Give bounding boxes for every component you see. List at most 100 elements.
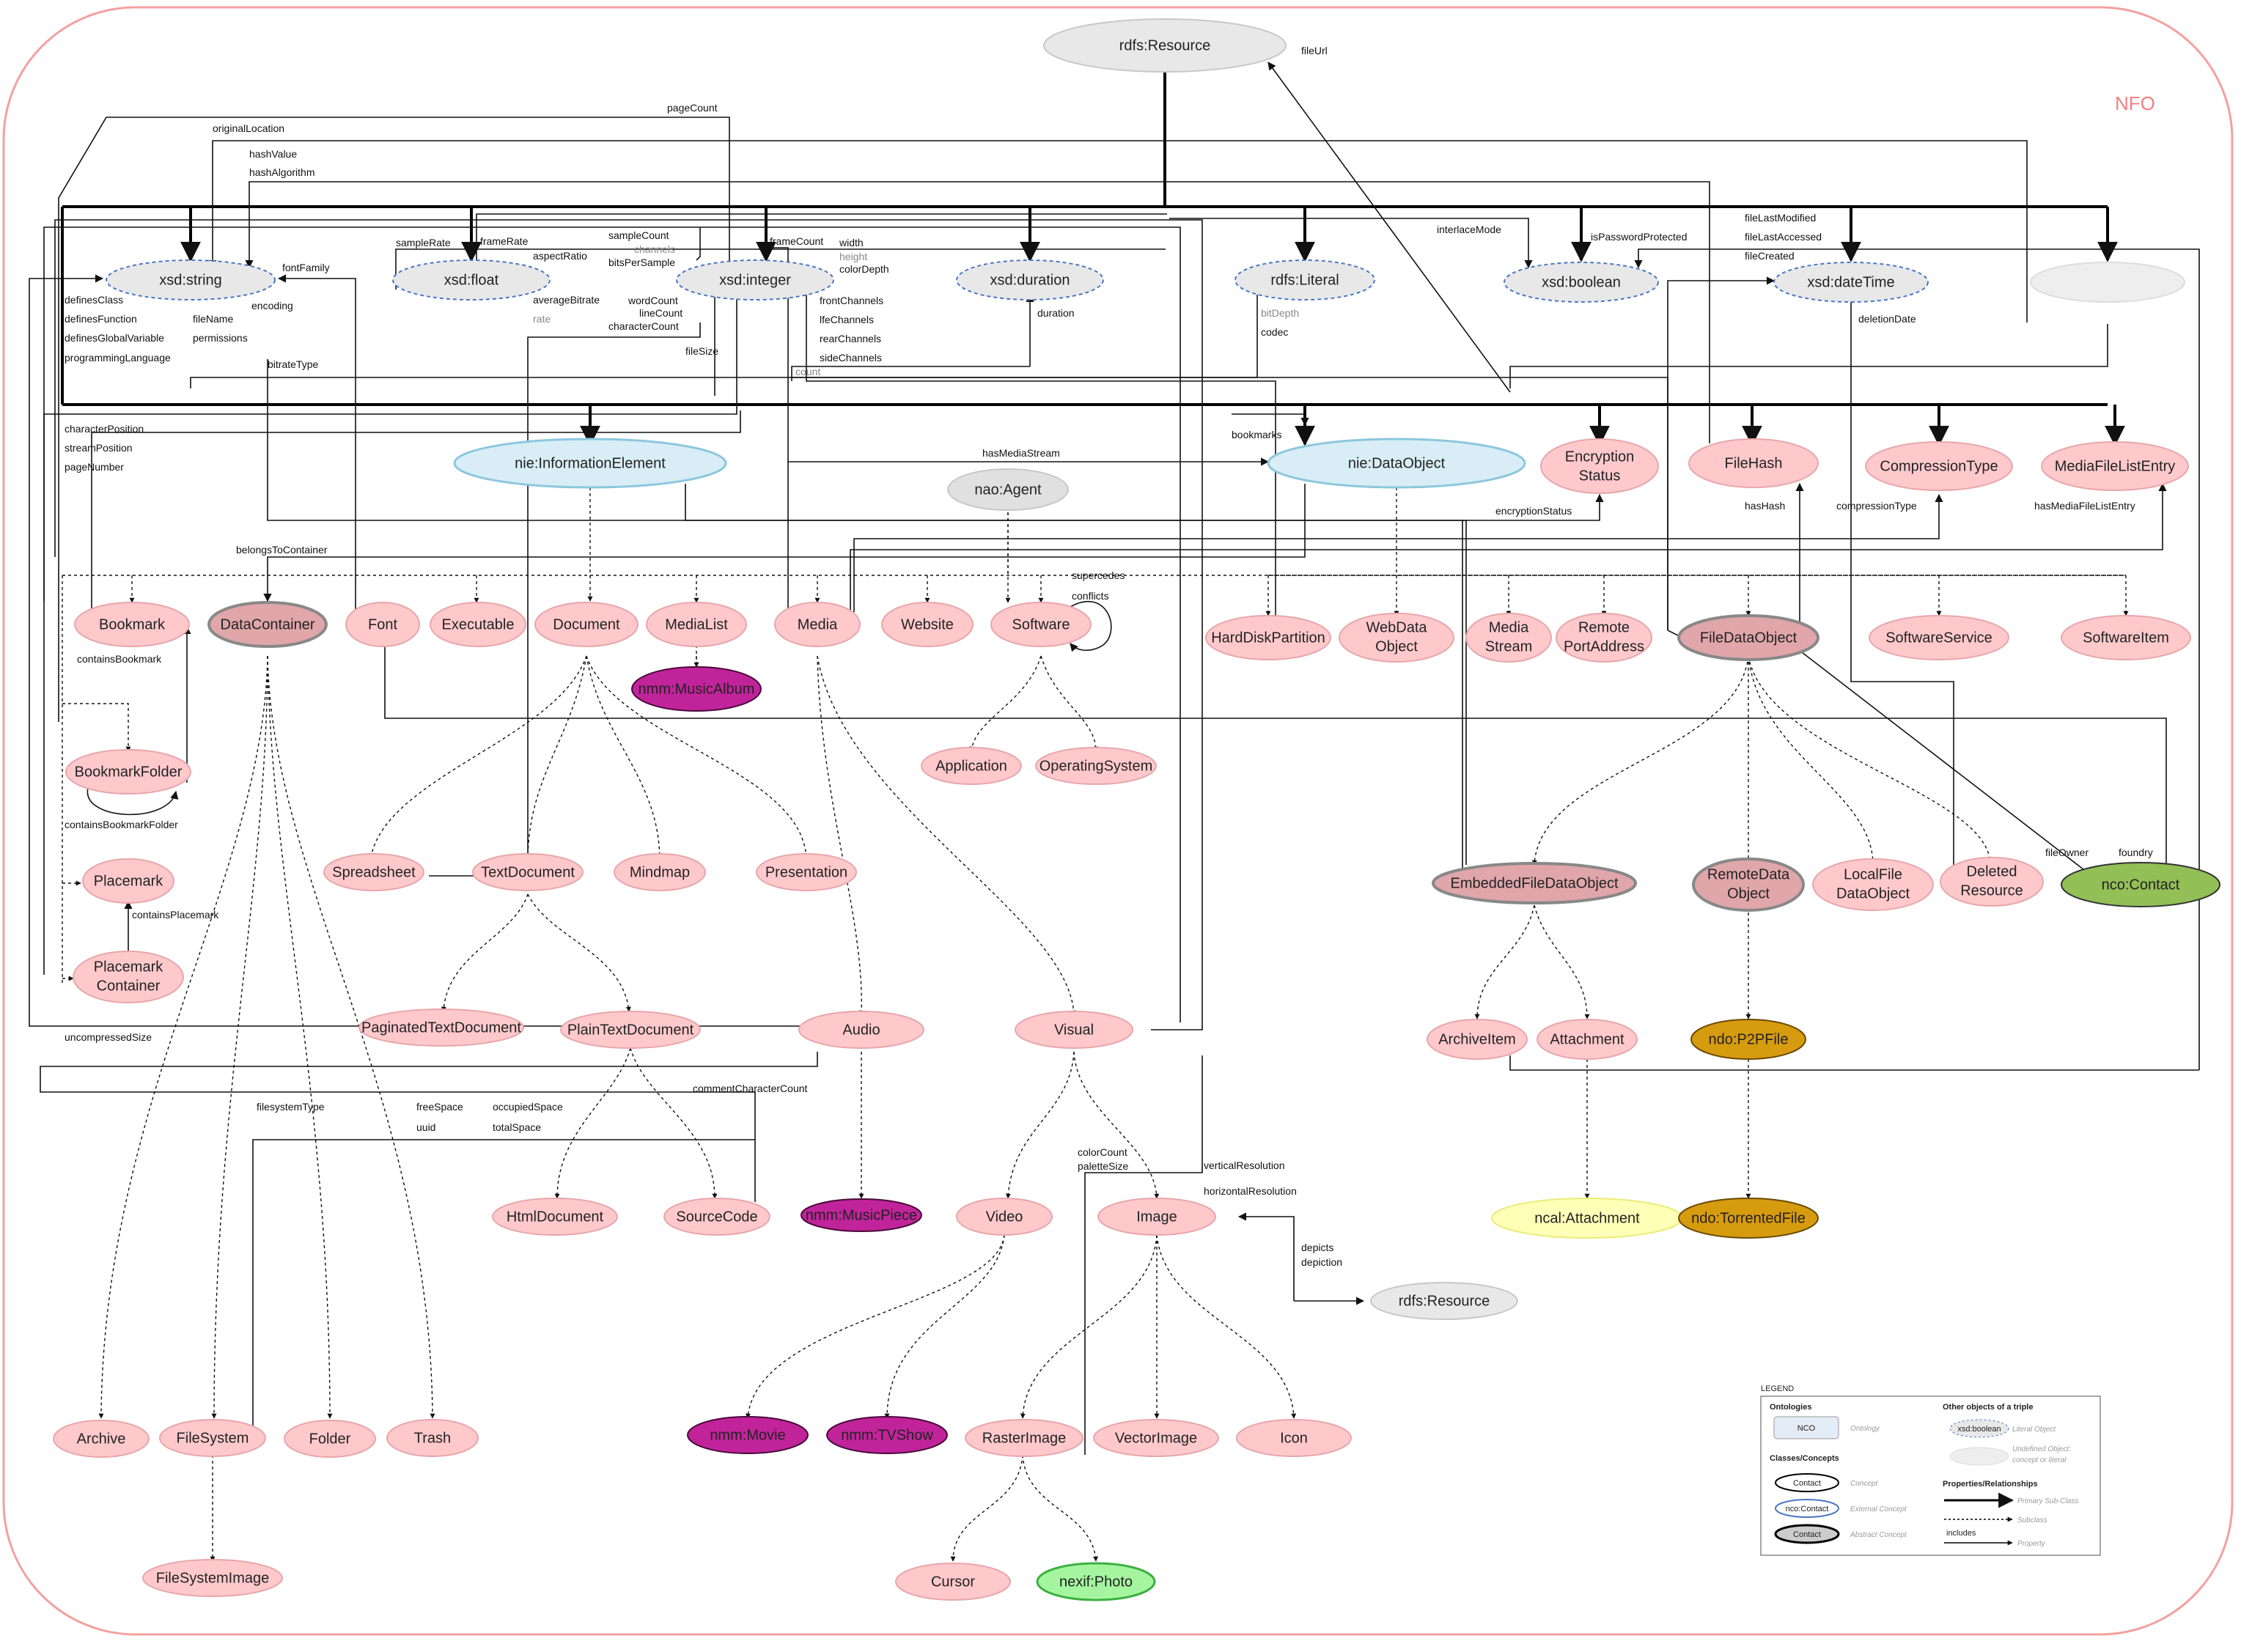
node-operating-system[interactable]: OperatingSystem bbox=[1035, 747, 1157, 785]
node-text-document[interactable]: TextDocument bbox=[472, 853, 584, 891]
node-file-data-object[interactable]: FileDataObject bbox=[1677, 614, 1819, 661]
node-paginated-text-document[interactable]: PaginatedTextDocument bbox=[358, 1008, 524, 1047]
svg-text:OperatingSystem: OperatingSystem bbox=[1039, 758, 1153, 774]
node-software[interactable]: Software bbox=[990, 602, 1092, 647]
svg-text:Media: Media bbox=[1489, 619, 1529, 635]
svg-text:xsd:boolean: xsd:boolean bbox=[1542, 274, 1621, 290]
node-file-hash[interactable]: FileHash bbox=[1688, 438, 1819, 488]
node-icon[interactable]: Icon bbox=[1236, 1419, 1352, 1457]
node-media-list[interactable]: MediaList bbox=[646, 602, 747, 647]
node-placemark[interactable]: Placemark bbox=[82, 858, 174, 904]
node-application[interactable]: Application bbox=[921, 747, 1022, 785]
node-media-file-list-entry[interactable]: MediaFileListEntry bbox=[2041, 441, 2189, 491]
label-bit-depth: bitDepth bbox=[1261, 307, 1299, 319]
svg-text:nmm:MusicPiece: nmm:MusicPiece bbox=[806, 1207, 917, 1223]
node-source-code[interactable]: SourceCode bbox=[663, 1198, 770, 1236]
node-bookmark[interactable]: Bookmark bbox=[74, 602, 190, 647]
node-xsd-float[interactable]: xsd:float bbox=[392, 259, 551, 300]
label-bits-per-sample: bitsPerSample bbox=[608, 257, 675, 268]
label-line-count: lineCount bbox=[639, 307, 682, 319]
node-html-document[interactable]: HtmlDocument bbox=[492, 1198, 618, 1236]
node-local-file-data-object[interactable]: LocalFile DataObject bbox=[1812, 858, 1934, 911]
node-media-stream[interactable]: Media Stream bbox=[1465, 613, 1552, 663]
node-movie[interactable]: nmm:Movie bbox=[687, 1416, 809, 1454]
node-xsd-string[interactable]: xsd:string bbox=[106, 259, 276, 300]
svg-text:Folder: Folder bbox=[309, 1431, 351, 1447]
node-rdfs-resource[interactable]: rdfs:Resource bbox=[1043, 18, 1287, 73]
svg-text:nie:InformationElement: nie:InformationElement bbox=[515, 455, 666, 471]
node-vector-image[interactable]: VectorImage bbox=[1093, 1419, 1219, 1457]
property-labels: fileUrl pageCount originalLocation hashV… bbox=[65, 45, 2153, 1268]
node-rdfs-literal[interactable]: rdfs:Literal bbox=[1234, 259, 1375, 300]
svg-text:VectorImage: VectorImage bbox=[1115, 1430, 1197, 1446]
node-data-container[interactable]: DataContainer bbox=[207, 601, 328, 648]
node-embedded-file-data-object[interactable]: EmbeddedFileDataObject bbox=[1432, 862, 1637, 904]
node-audio[interactable]: Audio bbox=[798, 1011, 924, 1049]
node-compression-type[interactable]: CompressionType bbox=[1865, 441, 2013, 491]
node-archive[interactable]: Archive bbox=[53, 1420, 150, 1458]
node-p2p-file[interactable]: ndo:P2PFile bbox=[1690, 1019, 1806, 1060]
node-music-piece[interactable]: nmm:MusicPiece bbox=[801, 1198, 922, 1232]
svg-text:Attachment: Attachment bbox=[1550, 1031, 1624, 1047]
node-xsd-integer[interactable]: xsd:integer bbox=[676, 259, 834, 300]
svg-text:PlainTextDocument: PlainTextDocument bbox=[567, 1022, 694, 1038]
node-tvshow[interactable]: nmm:TVShow bbox=[826, 1416, 948, 1454]
node-executable[interactable]: Executable bbox=[430, 602, 526, 647]
node-folder[interactable]: Folder bbox=[284, 1420, 376, 1458]
node-document[interactable]: Document bbox=[534, 602, 639, 647]
svg-text:Cursor: Cursor bbox=[931, 1574, 975, 1590]
label-programming-language: programmingLanguage bbox=[65, 352, 171, 364]
node-visual[interactable]: Visual bbox=[1015, 1011, 1133, 1049]
svg-text:Media: Media bbox=[798, 616, 838, 633]
node-software-service[interactable]: SoftwareService bbox=[1869, 615, 2009, 660]
node-xsd-boolean[interactable]: xsd:boolean bbox=[1504, 262, 1659, 303]
node-webdata-object[interactable]: WebData Object bbox=[1339, 613, 1454, 663]
node-deleted-resource[interactable]: Deleted Resource bbox=[1940, 857, 2044, 907]
node-plain-text-document[interactable]: PlainTextDocument bbox=[560, 1011, 701, 1049]
node-ncal-attachment[interactable]: ncal:Attachment bbox=[1491, 1198, 1683, 1239]
label-sample-count: sampleCount bbox=[608, 229, 669, 241]
node-cursor[interactable]: Cursor bbox=[895, 1563, 1011, 1601]
node-remote-port-address[interactable]: Remote PortAddress bbox=[1556, 613, 1652, 663]
node-mindmap[interactable]: Mindmap bbox=[614, 853, 706, 891]
legend-property: Property bbox=[2017, 1540, 2046, 1548]
node-nao-agent[interactable]: nao:Agent bbox=[947, 468, 1069, 511]
node-information-element[interactable]: nie:InformationElement bbox=[453, 438, 727, 489]
node-file-system-image[interactable]: FileSystemImage bbox=[142, 1559, 283, 1597]
node-music-album[interactable]: nmm:MusicAlbum bbox=[631, 666, 762, 712]
node-xsd-datetime[interactable]: xsd:dateTime bbox=[1773, 262, 1929, 303]
node-archive-item[interactable]: ArchiveItem bbox=[1427, 1019, 1528, 1060]
label-file-name: fileName bbox=[193, 313, 233, 325]
primary-edges bbox=[61, 71, 2125, 446]
node-hard-disk-partition[interactable]: HardDiskPartition bbox=[1205, 615, 1331, 660]
svg-text:DataObject: DataObject bbox=[1836, 885, 1910, 901]
node-placemark-container[interactable]: Placemark Container bbox=[73, 951, 184, 1003]
node-spreadsheet[interactable]: Spreadsheet bbox=[323, 853, 424, 891]
node-website[interactable]: Website bbox=[881, 602, 974, 647]
node-xsd-duration[interactable]: xsd:duration bbox=[956, 259, 1104, 300]
node-font[interactable]: Font bbox=[345, 602, 420, 647]
svg-text:Placemark: Placemark bbox=[94, 959, 163, 975]
label-average-bitrate: averageBitrate bbox=[533, 294, 600, 306]
node-software-item[interactable]: SoftwareItem bbox=[2061, 615, 2191, 660]
node-raster-image[interactable]: RasterImage bbox=[965, 1419, 1083, 1457]
node-undefined-object[interactable] bbox=[2030, 262, 2185, 303]
node-trash[interactable]: Trash bbox=[386, 1419, 479, 1457]
node-attachment[interactable]: Attachment bbox=[1537, 1019, 1638, 1060]
node-remote-data-object[interactable]: RemoteData Object bbox=[1692, 858, 1805, 912]
node-video[interactable]: Video bbox=[956, 1198, 1053, 1236]
node-data-object[interactable]: nie:DataObject bbox=[1267, 438, 1526, 489]
node-image[interactable]: Image bbox=[1097, 1198, 1216, 1236]
legend-subclass: Subclass bbox=[2017, 1516, 2047, 1524]
node-encryption-status[interactable]: Encryption Status bbox=[1540, 438, 1659, 494]
node-file-system[interactable]: FileSystem bbox=[159, 1419, 266, 1457]
node-rdfs-resource-depicts[interactable]: rdfs:Resource bbox=[1370, 1282, 1518, 1320]
svg-text:SoftwareItem: SoftwareItem bbox=[2083, 630, 2169, 646]
node-media[interactable]: Media bbox=[774, 602, 861, 647]
label-frame-count: frameCount bbox=[770, 235, 823, 247]
node-nco-contact[interactable]: nco:Contact bbox=[2061, 862, 2220, 907]
node-bookmark-folder[interactable]: BookmarkFolder bbox=[65, 749, 191, 794]
node-photo[interactable]: nexif:Photo bbox=[1036, 1562, 1156, 1601]
node-presentation[interactable]: Presentation bbox=[756, 853, 857, 891]
node-torrented-file[interactable]: ndo:TorrentedFile bbox=[1678, 1198, 1819, 1239]
